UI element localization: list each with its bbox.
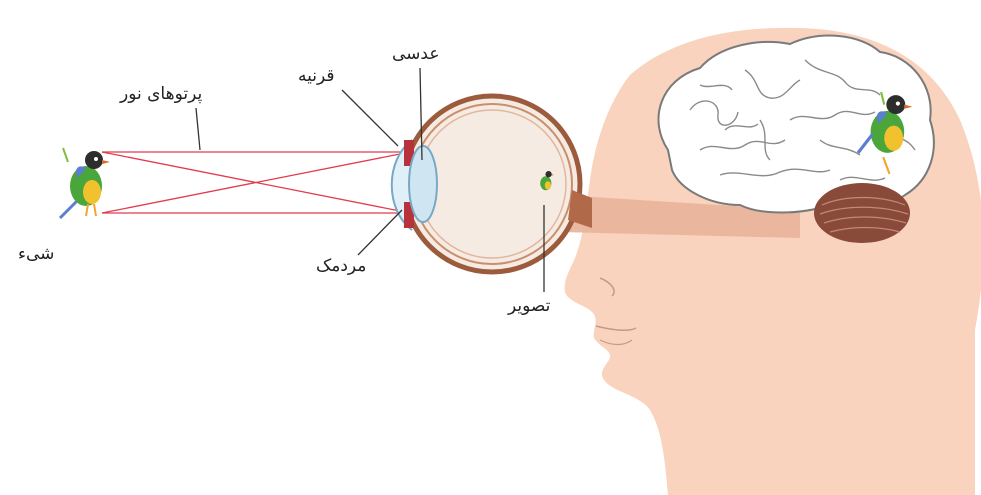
label-image: تصویر (508, 298, 550, 315)
label-lens: عدسی (392, 46, 439, 63)
leader-pupil (358, 210, 402, 255)
label-object: شیء (18, 246, 54, 263)
label-cornea: قرنیه (298, 68, 334, 85)
bird-object-icon (60, 148, 110, 218)
leader-cornea (342, 90, 398, 146)
leader-rays (196, 108, 200, 150)
label-light-rays: پرتوهای نور (120, 86, 202, 103)
label-pupil: مردمک (316, 258, 366, 275)
cerebellum (814, 183, 910, 243)
lens (409, 146, 437, 222)
